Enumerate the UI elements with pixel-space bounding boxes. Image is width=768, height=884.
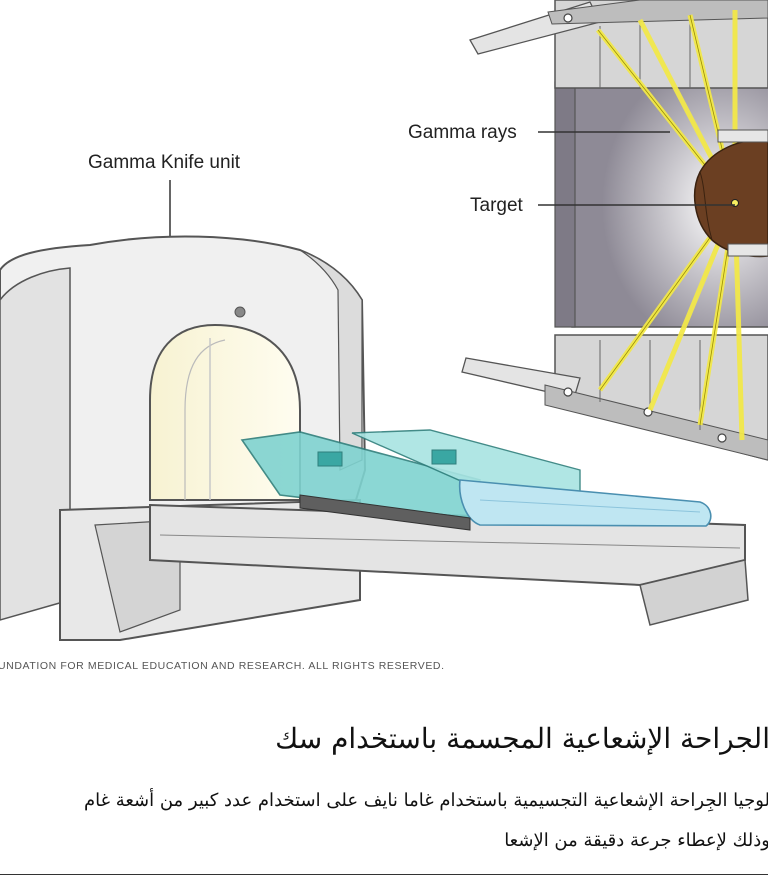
bottom-divider	[0, 874, 768, 875]
gamma-knife-illustration	[0, 0, 768, 641]
caption-text-line-1: لوجيا الجِراحة الإشعاعية التجسيمية باستخ…	[83, 790, 768, 811]
target-label: Target	[470, 195, 523, 216]
gamma-knife-machine	[0, 235, 749, 641]
copyright-notice: UNDATION FOR MEDICAL EDUCATION AND RESEA…	[0, 660, 445, 672]
caption-title: الجراحة الإشعاعية المجسمة باستخدام سك	[275, 722, 768, 755]
gamma-rays-label: Gamma rays	[408, 122, 517, 143]
collimator-cross-section	[461, 0, 768, 461]
caption-text-line-2: وذلك لإعطاء جرعة دقيقة من الإشعا	[504, 830, 768, 851]
gamma-knife-unit-label: Gamma Knife unit	[88, 152, 241, 173]
